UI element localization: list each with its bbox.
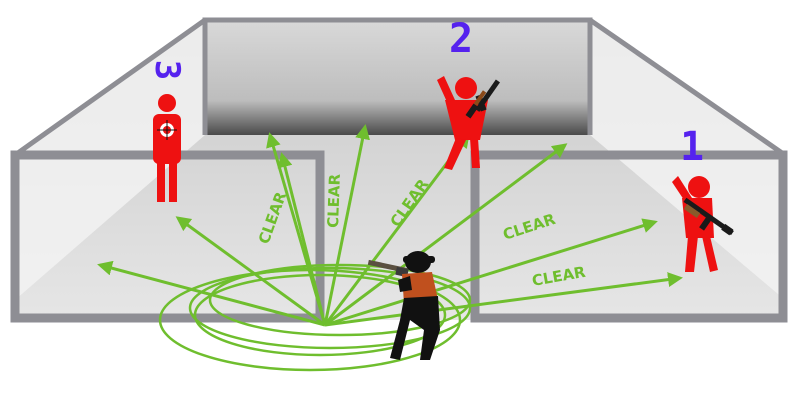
clear-label-2: CLEAR <box>324 173 344 228</box>
back-wall <box>205 20 590 135</box>
target-number-3: 3 <box>147 60 187 80</box>
target-number-2: 2 <box>449 16 473 62</box>
target-number-1: 1 <box>680 124 704 170</box>
